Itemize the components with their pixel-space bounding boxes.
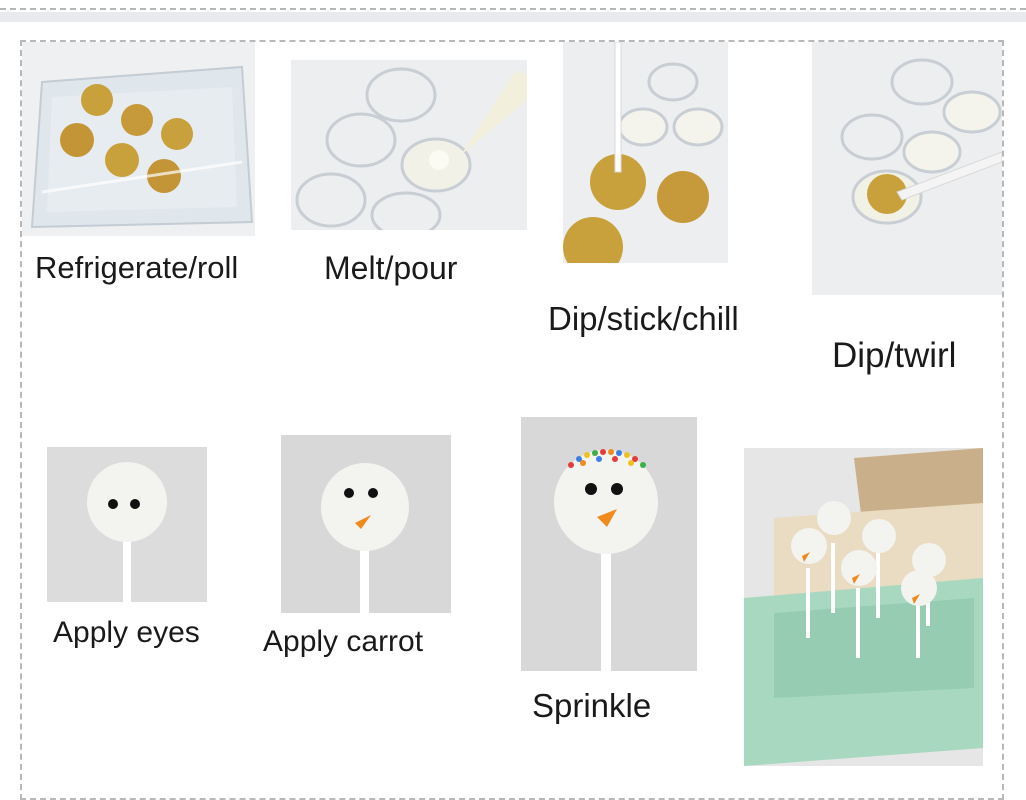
dip-stick-photo [563,42,728,263]
step-label-apply-carrot: Apply carrot [263,625,424,658]
cake-balls-in-tray-photo [22,42,255,236]
step-label-dip-twirl: Dip/twirl [832,336,957,375]
cake-pop-carrot-photo [281,435,451,613]
melted-chocolate-pour-photo [291,60,527,230]
boxed-snowman-cake-pops-photo [744,448,983,766]
dip-twirl-photo [812,42,1002,295]
cake-pop-sprinkles-photo [521,417,697,671]
top-dashed-rule [0,8,1026,10]
step-label-sprinkle: Sprinkle [532,687,652,724]
step-label-dip-stick-chill: Dip/stick/chill [548,300,739,337]
step-label-refrigerate-roll: Refrigerate/roll [35,250,239,285]
step-label-apply-eyes: Apply eyes [53,616,200,649]
step-label-melt-pour: Melt/pour [324,250,458,286]
cake-pop-eyes-photo [47,447,207,602]
header-band [0,12,1026,22]
